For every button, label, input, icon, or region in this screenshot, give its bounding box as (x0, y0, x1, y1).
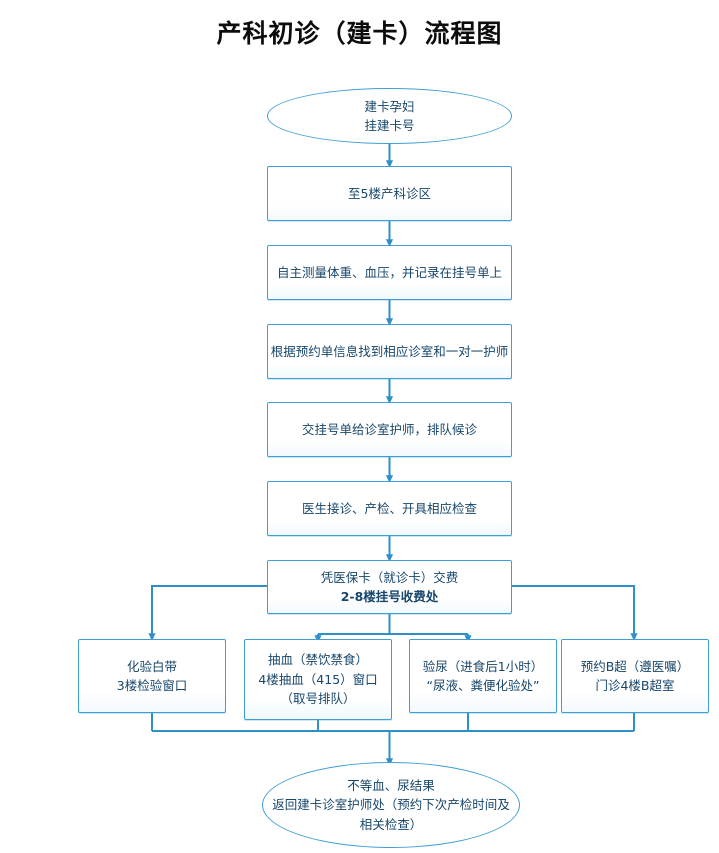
node-branch-2-line1: 抽血（禁饮禁食） (267, 652, 368, 668)
node-start[interactable]: 建卡孕妇 挂建卡号 (267, 88, 512, 144)
node-step-1-label: 至5楼产科诊区 (348, 185, 431, 201)
node-branch-3-line1: 验尿（进食后1小时） (422, 658, 544, 674)
node-payment[interactable]: 凭医保卡（就诊卡）交费 2-8楼挂号收费处 (267, 560, 512, 614)
node-start-line1: 建卡孕妇 (364, 98, 415, 114)
node-branch-1-line1: 化验白带 (126, 658, 177, 674)
node-branch-4[interactable]: 预约B超（遵医嘱） 门诊4楼B超室 (561, 639, 709, 713)
node-step-3[interactable]: 根据预约单信息找到相应诊室和一对一护师 (267, 324, 512, 379)
node-branch-3[interactable]: 验尿（进食后1小时） “尿液、粪便化验处” (409, 639, 557, 713)
node-payment-line1: 凭医保卡（就诊卡）交费 (320, 569, 459, 585)
node-branch-1[interactable]: 化验白带 3楼检验窗口 (78, 639, 226, 713)
node-branch-1-line2: 3楼检验窗口 (116, 678, 188, 693)
node-branch-2[interactable]: 抽血（禁饮禁食） 4楼抽血（415）窗口（取号排队） (244, 639, 392, 720)
node-start-line2: 挂建卡号 (364, 118, 415, 133)
node-step-4-label: 交挂号单给诊室护师，排队候诊 (301, 421, 477, 437)
node-end[interactable]: 不等血、尿结果 返回建卡诊室护师处（预约下次产检时间及 相关检查） (262, 762, 520, 848)
node-step-3-label: 根据预约单信息找到相应诊室和一对一护师 (270, 343, 509, 359)
node-branch-4-line1: 预约B超（遵医嘱） (580, 658, 690, 674)
node-step-1[interactable]: 至5楼产科诊区 (267, 166, 512, 221)
node-branch-4-line2: 门诊4楼B超室 (595, 678, 675, 693)
node-end-line2: 返回建卡诊室护师处（预约下次产检时间及 (272, 797, 510, 813)
node-end-line1: 不等血、尿结果 (347, 777, 435, 793)
node-branch-2-line2: 4楼抽血（415）窗口（取号排队） (258, 671, 378, 707)
node-step-2[interactable]: 自主测量体重、血压，并记录在挂号单上 (267, 245, 512, 300)
node-branch-3-line2: “尿液、粪便化验处” (426, 678, 540, 693)
node-step-2-label: 自主测量体重、血压，并记录在挂号单上 (276, 264, 502, 280)
node-end-line3: 相关检查） (359, 816, 423, 832)
page-title: 产科初诊（建卡）流程图 (216, 19, 503, 48)
node-step-5-label: 医生接诊、产检、开具相应检查 (301, 500, 477, 516)
node-step-5[interactable]: 医生接诊、产检、开具相应检查 (267, 481, 512, 536)
node-step-4[interactable]: 交挂号单给诊室护师，排队候诊 (267, 402, 512, 457)
node-payment-line2: 2-8楼挂号收费处 (340, 589, 439, 604)
